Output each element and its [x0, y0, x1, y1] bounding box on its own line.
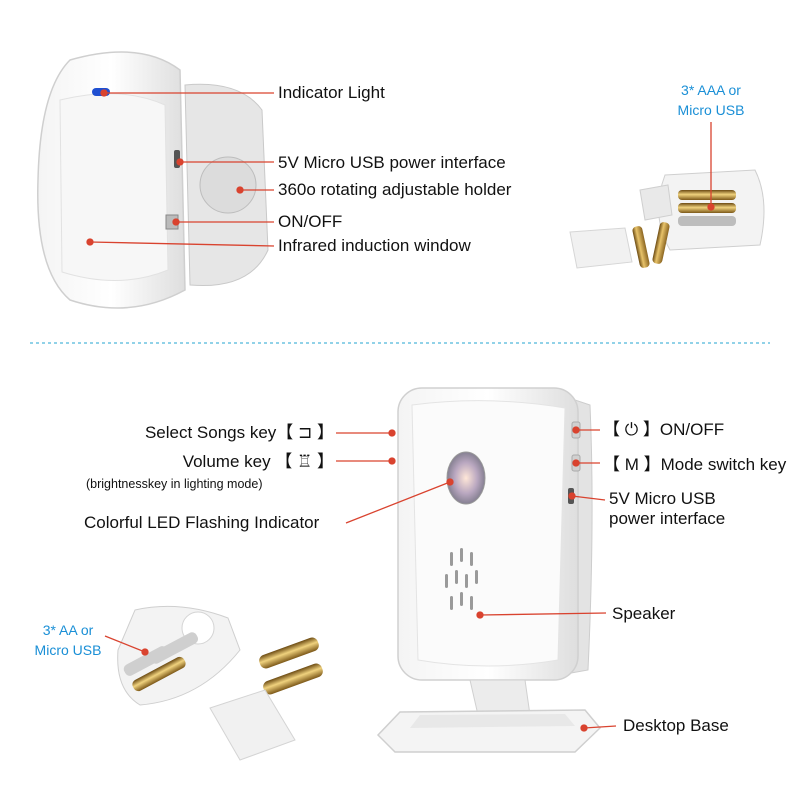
battery-aaa-3	[678, 216, 736, 226]
receiver-callout-lines	[336, 426, 617, 732]
loose-aa-2	[263, 663, 323, 695]
label-infrared-window: Infrared induction window	[278, 236, 471, 255]
label-desktop-base: Desktop Base	[623, 716, 729, 735]
label-volume-key: Volume key 【 ♖ 】	[182, 452, 334, 471]
receiver-battery-cover	[209, 689, 296, 761]
label-receiver-usb: 5V Micro USB power interface	[609, 489, 725, 529]
label-receiver-on-off: 【 ⏻ 】ON/OFF	[603, 420, 725, 439]
receiver-battery-compartment	[117, 605, 323, 761]
label-volume-note: (brightnesskey in lighting mode)	[86, 477, 263, 491]
battery-aaa-2	[678, 203, 736, 213]
loose-aaa-batteries	[569, 222, 670, 269]
battery-aaa-1	[678, 190, 736, 200]
label-mode-switch: 【 M 】Mode switch key	[603, 455, 787, 474]
label-receiver-usb-line2: power interface	[609, 509, 726, 528]
sensor-battery-note-line1: 3* AAA or	[681, 82, 741, 98]
sensor-battery-note-line2: Micro USB	[677, 102, 745, 118]
sensor-battery-cover	[569, 227, 633, 269]
sensor-battery-compartment	[639, 169, 765, 251]
receiver-battery-note-line1: 3* AA or	[42, 622, 94, 638]
sensor-battery-note: 3* AAA or Micro USB	[656, 80, 766, 120]
sensor-callout-lines	[86, 89, 275, 247]
label-select-songs: Select Songs key【 ⊐ 】	[144, 423, 334, 442]
label-receiver-usb-line1: 5V Micro USB	[609, 489, 716, 508]
label-indicator-light: Indicator Light	[278, 83, 385, 102]
label-usb-power: 5V Micro USB power interface	[278, 153, 506, 172]
holder-joint	[199, 156, 257, 214]
receiver-battery-note: 3* AA or Micro USB	[20, 620, 116, 660]
speaker-grille	[445, 548, 478, 610]
battery-aa-1	[132, 656, 186, 692]
label-rotating-holder: 360o rotating adjustable holder	[278, 180, 512, 199]
motion-sensor	[37, 51, 269, 309]
loose-aa-1	[259, 637, 319, 669]
label-sensor-on-off: ON/OFF	[278, 212, 343, 231]
receiver-stand	[469, 679, 531, 716]
label-led-indicator: Colorful LED Flashing Indicator	[84, 513, 320, 532]
receiver-unit	[376, 387, 602, 753]
receiver-battery-note-line2: Micro USB	[34, 642, 102, 658]
label-speaker: Speaker	[612, 604, 676, 623]
led-indicator	[446, 451, 486, 505]
receiver-battery-callout	[104, 635, 149, 656]
sensor-battery-callout	[707, 122, 715, 211]
